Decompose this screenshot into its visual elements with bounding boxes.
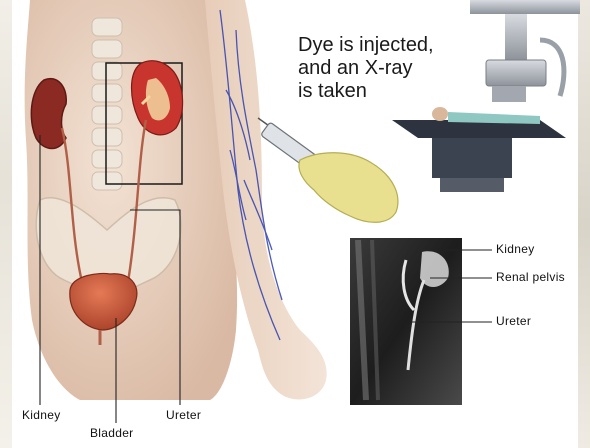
xray-machine-icon: [470, 0, 580, 102]
label-ureter: Ureter: [166, 408, 201, 422]
headline-line-2: and an X-ray: [298, 57, 478, 80]
xray-label-kidney: Kidney: [496, 242, 535, 256]
patient-table-icon: [392, 107, 566, 192]
xray-label-ureter: Ureter: [496, 314, 531, 328]
xray-label-renal-pelvis: Renal pelvis: [496, 270, 565, 284]
label-kidney: Kidney: [22, 408, 61, 422]
headline: Dye is injected, and an X-ray is taken: [298, 34, 478, 103]
headline-line-1: Dye is injected,: [298, 34, 478, 57]
label-bladder: Bladder: [90, 426, 133, 440]
torso: [25, 0, 237, 400]
left-kidney: [31, 79, 66, 149]
headline-line-3: is taken: [298, 80, 478, 103]
gloved-hand: [299, 153, 398, 223]
